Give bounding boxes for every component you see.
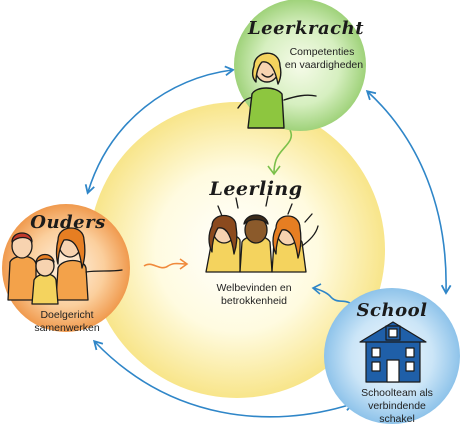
student-title: Leerling: [209, 178, 303, 200]
arrow-top-to-right: [365, 90, 452, 295]
arrow-parents-to-student: [143, 262, 187, 269]
teacher-title: Leerkracht: [248, 18, 365, 39]
arrow-teacher-to-student: [273, 129, 293, 174]
children-figure: [205, 195, 319, 273]
school-caption-line1: Schoolteam als: [361, 387, 433, 399]
student-caption-line2: betrokkenheid: [221, 295, 287, 307]
school-caption-line3: schakel: [379, 413, 415, 425]
teacher-caption-line1: Competenties: [289, 46, 355, 58]
school-caption-line2: verbindende: [368, 400, 426, 412]
arrow-school-to-student: [313, 287, 357, 309]
parents-figure: [7, 227, 123, 305]
parents-caption-line1: Doelgericht: [40, 309, 94, 321]
arrow-top-to-left: [84, 65, 235, 195]
parents-caption-line2: samenwerken: [34, 322, 100, 334]
arrow-left-to-right: [92, 339, 355, 418]
school-building: [359, 321, 427, 383]
school-title: School: [356, 300, 428, 321]
student-caption-line1: Welbevinden en: [216, 282, 292, 294]
teacher-caption-line2: en vaardigheden: [284, 59, 364, 71]
teacher-figure: [237, 52, 317, 129]
parents-title: Ouders: [30, 212, 106, 233]
